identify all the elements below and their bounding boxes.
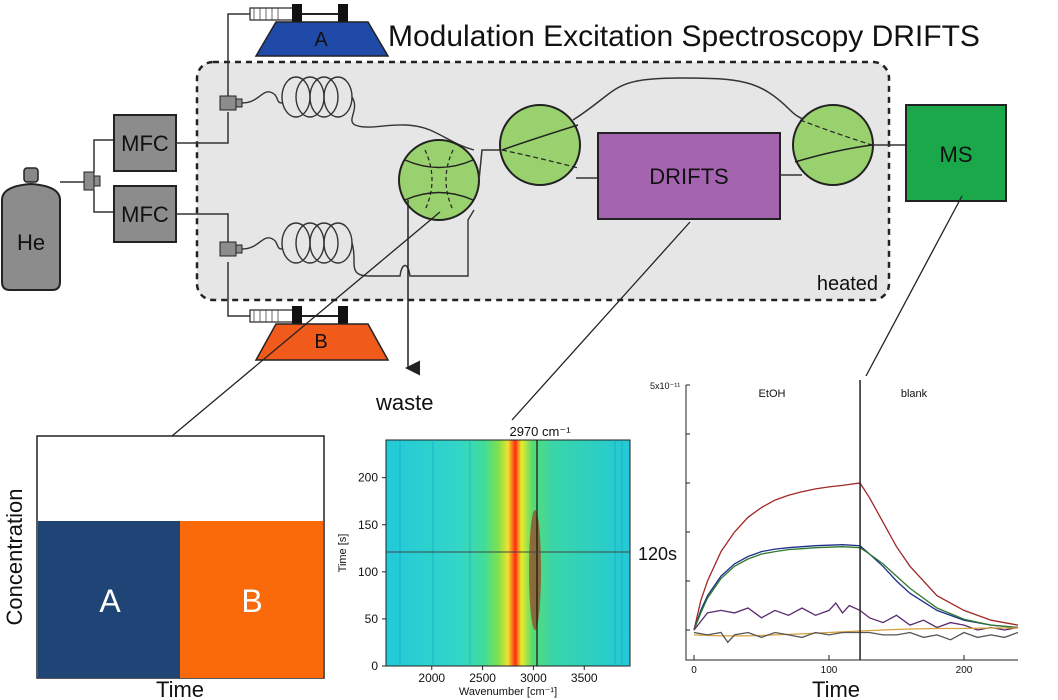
ms-detector bbox=[905, 104, 1007, 202]
concentration-panel: A B Concentration Time bbox=[2, 435, 325, 700]
concentration-block-b bbox=[180, 521, 323, 678]
ms-x-tick-label: 0 bbox=[691, 665, 697, 676]
heatmap-xlabel: Wavenumber [cm⁻¹] bbox=[459, 686, 557, 698]
heatmap-x-tick-label: 2000 bbox=[418, 671, 445, 685]
heatmap-top-label: 2970 cm⁻¹ bbox=[509, 424, 571, 439]
he-gas-cylinder: He bbox=[1, 167, 61, 291]
syringe-b bbox=[249, 306, 348, 326]
he-label: He bbox=[17, 230, 45, 255]
ms-series-line-0 bbox=[693, 482, 1019, 631]
switching-valve-3 bbox=[792, 104, 874, 186]
ms-x-tick-label: 200 bbox=[956, 665, 973, 676]
ms-label: MS bbox=[940, 142, 973, 167]
concentration-xlabel: Time bbox=[156, 677, 204, 700]
ms-series-line-5 bbox=[693, 631, 1019, 644]
heatmap-marker-label: 120s bbox=[638, 544, 677, 564]
heatmap-ylabel: Time [s] bbox=[337, 534, 349, 573]
heatmap-x-tick-label: 3500 bbox=[571, 671, 598, 685]
heatmap-x-tick-label: 3000 bbox=[520, 671, 547, 685]
block-b-label: B bbox=[241, 583, 262, 619]
heatmap-y-tick-label: 100 bbox=[358, 565, 378, 579]
ms-y-top-label: 5x10⁻¹¹ bbox=[650, 381, 680, 391]
concentration-ylabel: Concentration bbox=[2, 489, 27, 626]
mfc-top-label: MFC bbox=[121, 131, 169, 156]
ms-xlabel: Time bbox=[812, 677, 860, 700]
ms-y-minor-ticks bbox=[686, 384, 690, 631]
block-a-label: A bbox=[99, 583, 121, 619]
ms-chart-panel: EtOH blank 5x10⁻¹¹ 0 100 200 Time bbox=[650, 380, 1019, 700]
pump-a-label: A bbox=[314, 29, 328, 51]
heatmap-y-tick-label: 0 bbox=[371, 659, 378, 673]
mfc-top bbox=[113, 114, 177, 172]
ms-region-blank: blank bbox=[901, 388, 928, 400]
ms-region-etoh: EtOH bbox=[759, 388, 786, 400]
drifts-cell bbox=[597, 132, 781, 220]
ms-series-line-2 bbox=[693, 546, 1019, 631]
heatmap-y-ticks: 0 50 100 150 200 bbox=[358, 471, 386, 673]
heatmap-y-tick-label: 200 bbox=[358, 471, 378, 485]
heatmap-panel: 2970 cm⁻¹ 120s 0 50 100 150 200 2000 2500 3000… bbox=[337, 424, 677, 698]
heatmap-x-ticks: 2000 2500 3000 3500 bbox=[418, 666, 598, 685]
drifts-label: DRIFTS bbox=[649, 164, 728, 189]
heatmap-y-tick-label: 50 bbox=[365, 612, 379, 626]
ms-series-group bbox=[693, 482, 1019, 644]
switching-valve-1 bbox=[398, 139, 480, 221]
heatmap-y-tick-label: 150 bbox=[358, 518, 378, 532]
coil-top bbox=[241, 76, 475, 151]
waste-label: waste bbox=[375, 390, 433, 415]
pump-b bbox=[254, 323, 390, 361]
heatmap-plot bbox=[385, 439, 631, 667]
ms-series-line-1 bbox=[693, 544, 1019, 631]
switching-valve-2 bbox=[499, 104, 581, 186]
coil-bottom bbox=[241, 209, 475, 277]
ms-series-line-3 bbox=[693, 601, 1019, 631]
pump-a bbox=[254, 21, 390, 57]
diagram-title: Modulation Excitation Spectroscopy DRIFT… bbox=[388, 20, 980, 53]
ms-x-tick-label: 100 bbox=[821, 665, 838, 676]
syringe-a bbox=[249, 4, 348, 24]
ms-x-ticks: 0 100 200 bbox=[691, 655, 973, 676]
heated-label: heated bbox=[817, 273, 878, 295]
concentration-block-a bbox=[38, 521, 180, 678]
heatmap-x-tick-label: 2500 bbox=[469, 671, 496, 685]
mfc-bottom-label: MFC bbox=[121, 202, 169, 227]
pump-b-label: B bbox=[314, 331, 327, 353]
